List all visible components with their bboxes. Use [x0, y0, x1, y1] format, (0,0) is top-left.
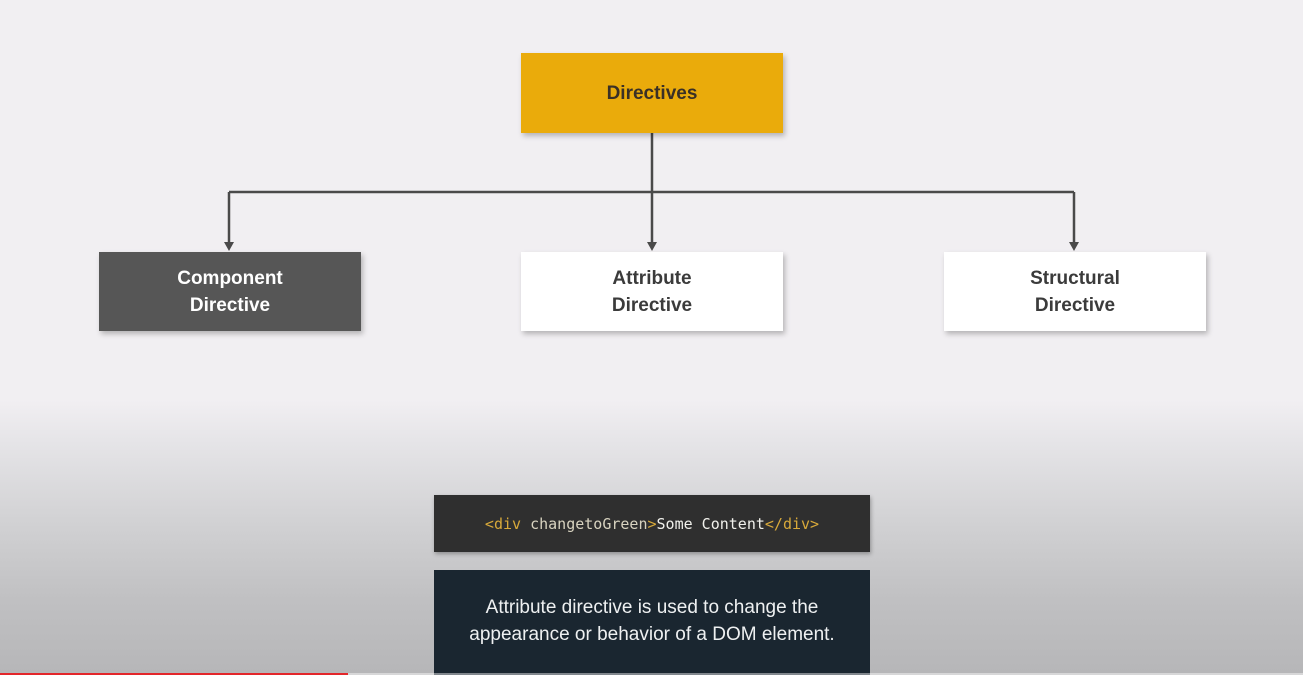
code-attribute: changetoGreen — [530, 514, 648, 533]
component-directive-label-line2: Directive — [189, 294, 271, 316]
arrowhead-attribute — [647, 242, 657, 251]
code-snippet: <div changetoGreen>Some Content</div> — [434, 495, 870, 552]
component-directive-box: Component Directive — [99, 252, 361, 331]
structural-directive-label-line1: Structural — [1030, 267, 1120, 289]
code-close-bracket: > — [647, 514, 657, 533]
code-open-tag: <div — [484, 514, 531, 533]
structural-directive-label-line2: Directive — [1034, 294, 1116, 316]
video-progress-fill — [0, 673, 348, 675]
description-box: Attribute directive is used to change th… — [434, 570, 870, 675]
description-line1: Attribute directive is used to change th… — [485, 597, 819, 618]
code-content: Some Content — [656, 514, 765, 533]
attribute-directive-label-line2: Directive — [611, 294, 693, 316]
arrowhead-structural — [1069, 242, 1079, 251]
attribute-directive-label-line1: Attribute — [612, 267, 692, 289]
component-directive-label-line1: Component — [177, 267, 283, 289]
directives-root-box: Directives — [521, 53, 783, 133]
structural-directive-box: Structural Directive — [944, 252, 1206, 331]
arrowhead-component — [224, 242, 234, 251]
directives-root-label: Directives — [606, 82, 698, 104]
code-end-tag: </div> — [764, 514, 820, 533]
video-progress-bar[interactable] — [0, 673, 1303, 675]
description-line2: appearance or behavior of a DOM element. — [469, 624, 835, 645]
attribute-directive-box: Attribute Directive — [521, 252, 783, 331]
